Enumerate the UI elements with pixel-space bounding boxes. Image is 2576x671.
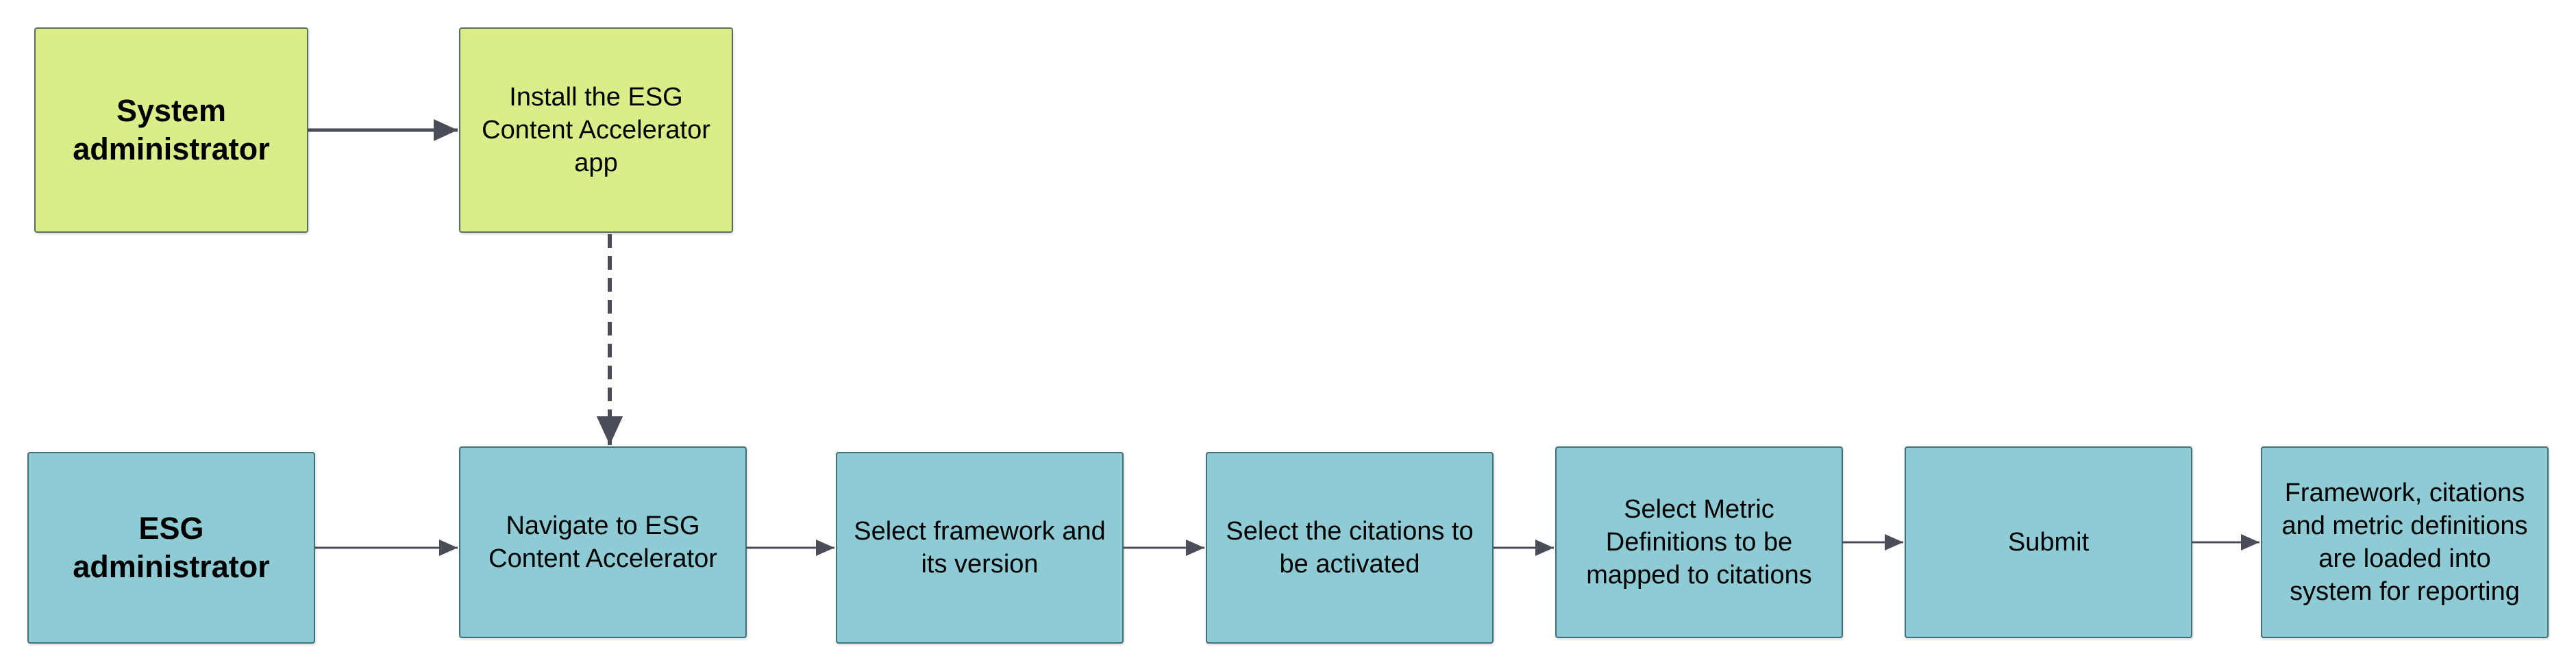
select-citations-node: Select the citations to be activated (1206, 452, 1494, 644)
select-framework-label: Select framework and its version (854, 517, 1106, 579)
navigate-label: Navigate to ESG Content Accelerator (488, 511, 717, 573)
loaded-label: Framework, citations and metric definiti… (2281, 479, 2528, 606)
system-administrator-node: System administrator (34, 27, 308, 233)
loaded-node: Framework, citations and metric definiti… (2261, 446, 2549, 638)
submit-label: Submit (2007, 528, 2090, 557)
submit-node: Submit (1905, 446, 2192, 638)
system-administrator-label: System administrator (73, 93, 270, 166)
install-app-label: Install the ESG Content Accelerator app (482, 83, 710, 177)
esg-administrator-node: ESG administrator (27, 452, 315, 644)
select-citations-label: Select the citations to be activated (1226, 517, 1474, 579)
navigate-node: Navigate to ESG Content Accelerator (459, 446, 747, 638)
install-app-node: Install the ESG Content Accelerator app (459, 27, 733, 233)
select-metrics-label: Select Metric Definitions to be mapped t… (1586, 495, 1812, 590)
select-metrics-node: Select Metric Definitions to be mapped t… (1555, 446, 1843, 638)
select-framework-node: Select framework and its version (836, 452, 1124, 644)
esg-administrator-label: ESG administrator (73, 511, 270, 584)
